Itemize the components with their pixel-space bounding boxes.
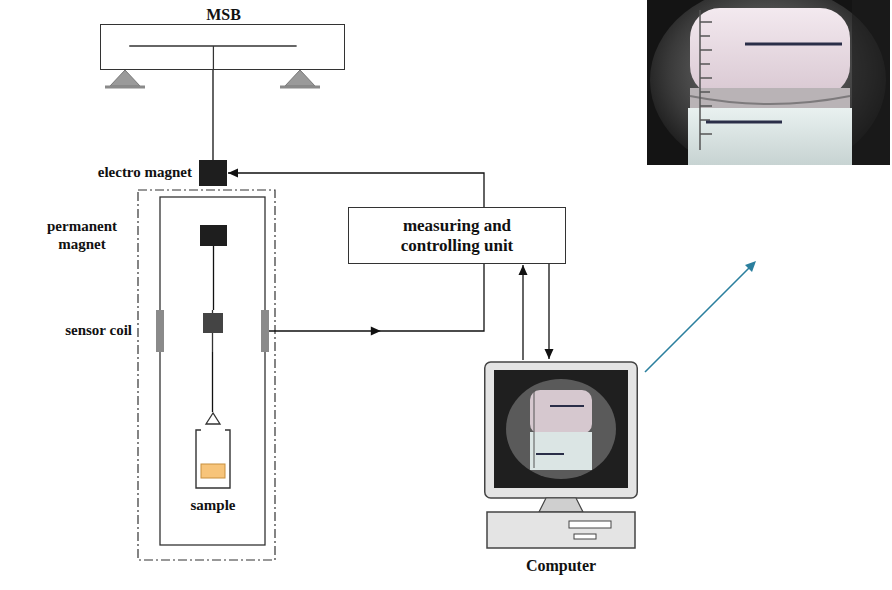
- node-label: electro magnet: [98, 164, 192, 181]
- cell-photo: [647, 0, 890, 165]
- computer-icon: Computer: [484, 360, 638, 550]
- connector-line: [522, 265, 523, 360]
- connector: [228, 169, 484, 208]
- sensor-coil-drawing: [156, 310, 269, 352]
- permanent-magnet: permanent magnet: [200, 225, 227, 246]
- measuring-cell: [160, 197, 265, 545]
- computer-icon-drawing: [484, 360, 638, 550]
- connector: [212, 352, 213, 412]
- arrowhead: [228, 169, 238, 178]
- sensor-coil: sensor coil: [156, 310, 269, 352]
- arrowhead: [519, 265, 528, 275]
- enclosure: [138, 190, 275, 560]
- node-label: measuring and controlling unit: [382, 216, 532, 255]
- balance-box: MSB: [100, 24, 345, 70]
- sample-holder: sample: [193, 412, 233, 490]
- connector: [213, 246, 214, 310]
- electromagnet: electro magnet: [199, 160, 227, 186]
- arrowhead: [371, 327, 381, 336]
- connector-line: [548, 264, 549, 359]
- arrowhead: [545, 349, 554, 359]
- control-unit-box: measuring and controlling unit: [348, 207, 566, 264]
- node-label: sample: [191, 497, 236, 514]
- connector-line: [212, 70, 213, 160]
- connector-line: [269, 264, 484, 331]
- node-label: Computer: [526, 557, 596, 575]
- connector-line: [213, 246, 214, 310]
- leader-arrow: [645, 261, 756, 372]
- node-label: permanent magnet: [32, 218, 132, 253]
- sample-holder-drawing: [193, 412, 233, 490]
- node-label: MSB: [206, 6, 241, 24]
- connector: [269, 264, 484, 336]
- connector-line: [228, 173, 484, 207]
- connector: [519, 265, 528, 360]
- balance-box-drawing: [101, 25, 344, 69]
- connector: [545, 264, 554, 359]
- connector-line: [212, 352, 213, 412]
- connector: [213, 70, 214, 160]
- node-label: sensor coil: [65, 322, 132, 339]
